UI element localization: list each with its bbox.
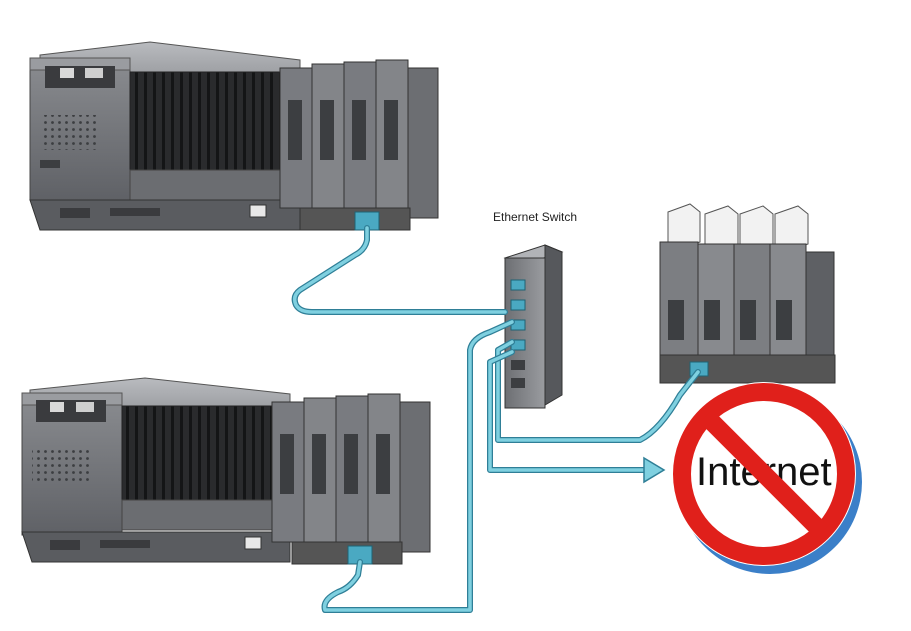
io-module-icon — [659, 203, 836, 384]
switch-label: Ethernet Switch — [493, 210, 577, 224]
no-internet: Internet — [672, 382, 862, 574]
controller-icon — [21, 377, 431, 565]
io-module — [659, 203, 836, 384]
controller-top — [29, 41, 439, 231]
ethernet-switch-icon — [503, 244, 564, 409]
controller-icon — [29, 41, 439, 231]
ethernet-switch: Ethernet Switch — [493, 210, 577, 409]
io-slices-top — [279, 59, 439, 231]
cables — [291, 225, 701, 613]
prohibition-slash — [699, 409, 829, 539]
io-slices-bottom — [271, 393, 431, 565]
controller-bottom — [21, 377, 431, 565]
arrow-head-icon — [643, 456, 666, 484]
cable-top-controller — [291, 225, 508, 315]
